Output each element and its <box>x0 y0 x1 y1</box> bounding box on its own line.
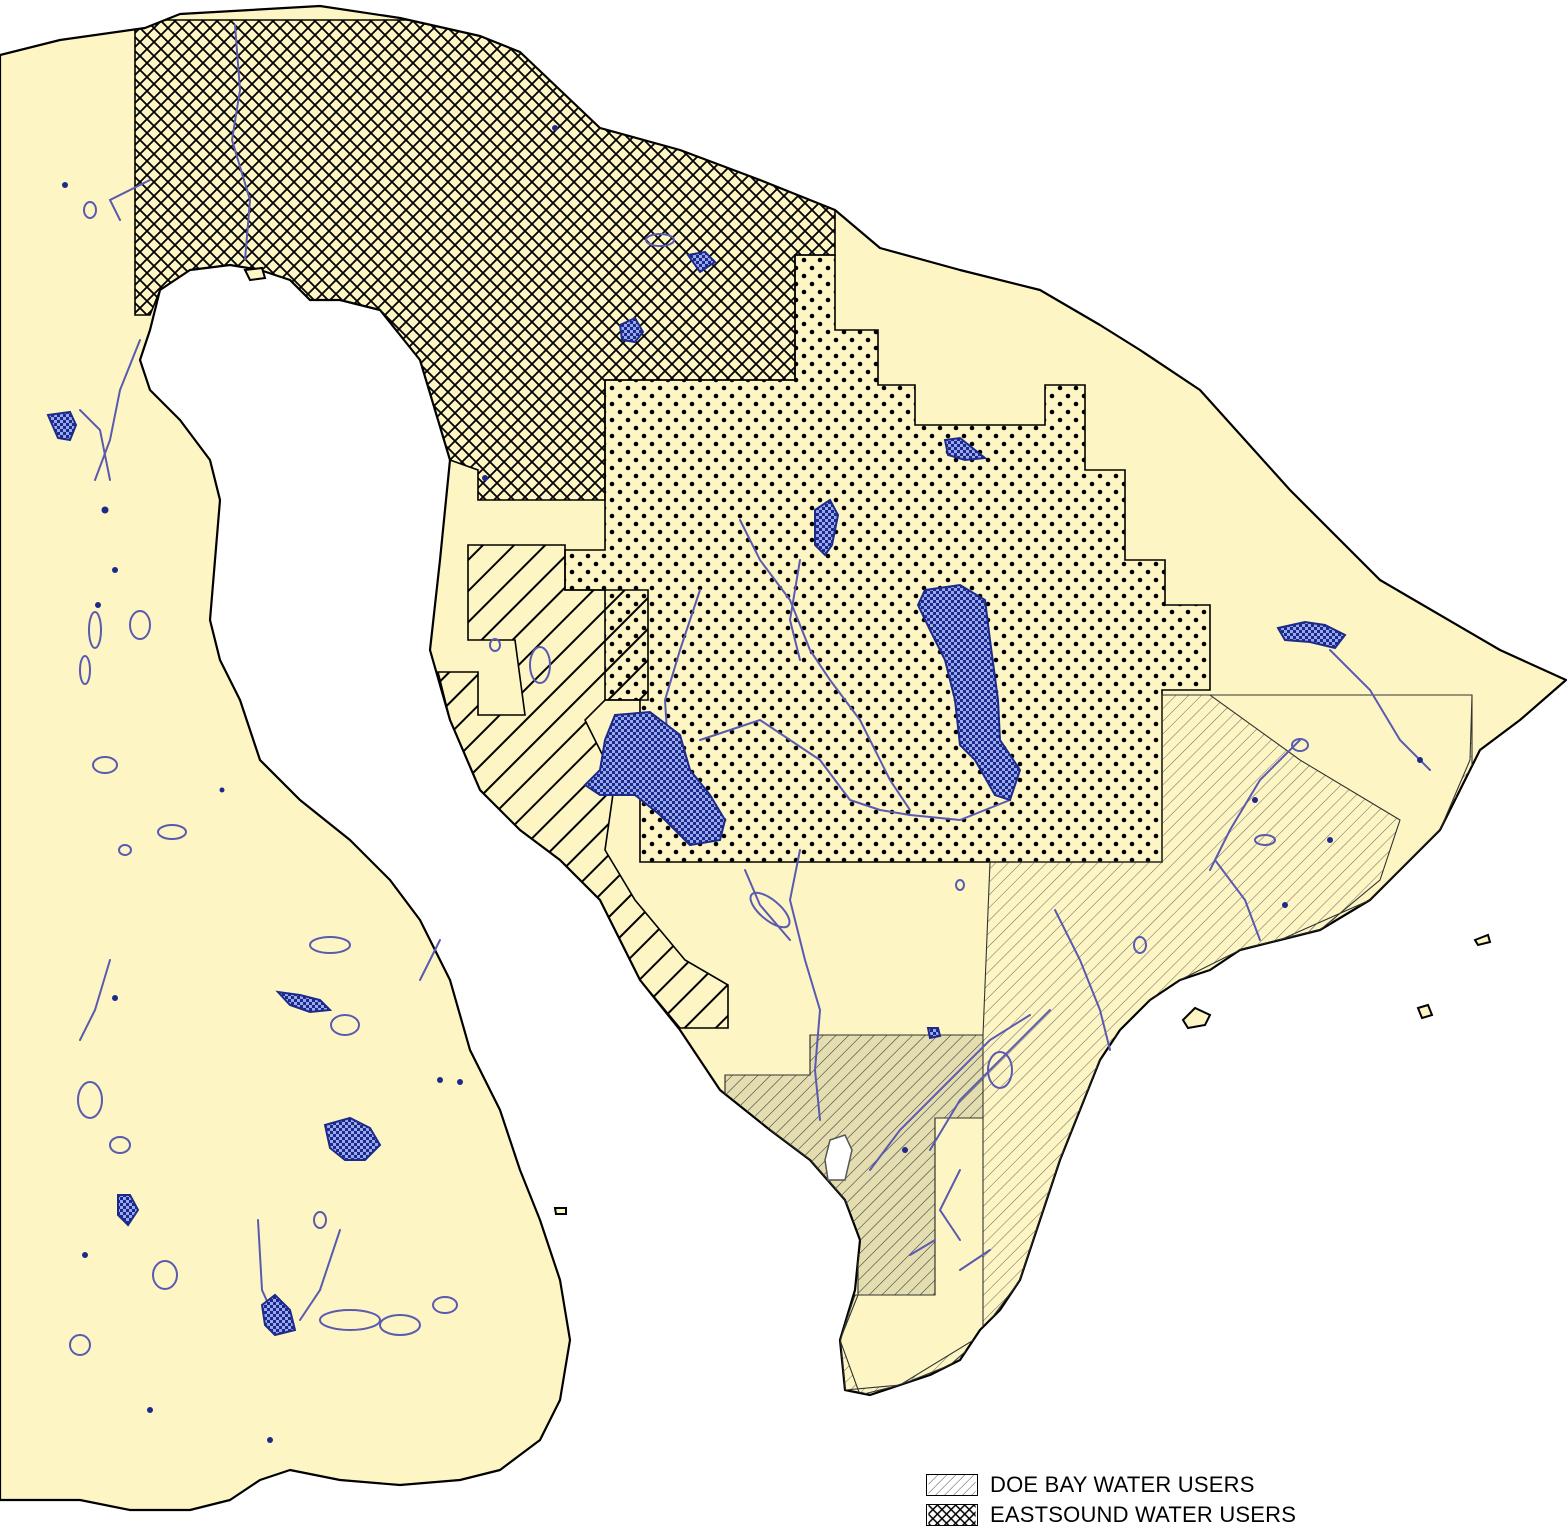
lakes <box>46 250 1347 1337</box>
lake-south <box>926 1027 942 1040</box>
lake-north-2 <box>618 316 645 344</box>
small-white-pond <box>824 1134 853 1181</box>
map-legend: DOE BAY WATER USERS EASTSOUND WATER USER… <box>926 1470 1366 1530</box>
district-bold-diagonal <box>436 544 729 1029</box>
lake-west-2 <box>275 990 333 1014</box>
lake-north <box>814 498 840 557</box>
lake-west-1 <box>46 410 78 442</box>
legend-item-doe-bay: DOE BAY WATER USERS <box>926 1470 1366 1500</box>
lake-mountain <box>583 710 727 847</box>
legend-item-eastsound: EASTSOUND WATER USERS <box>926 1500 1366 1530</box>
legend-swatch-eastsound <box>926 1504 978 1526</box>
lake-north-3 <box>686 250 717 274</box>
lake-west-4 <box>260 1293 297 1337</box>
streams <box>79 24 1431 1331</box>
ponds <box>69 201 1309 1356</box>
small-ponds <box>62 125 1423 1443</box>
lake-north-4 <box>943 436 988 462</box>
lake-cascade <box>916 583 1022 802</box>
district-overlap-zone <box>724 1034 984 1296</box>
legend-label-doe-bay: DOE BAY WATER USERS <box>990 1472 1255 1497</box>
legend-label-eastsound: EASTSOUND WATER USERS <box>990 1502 1297 1527</box>
lake-west-5 <box>117 1194 140 1227</box>
legend-swatch-doe-bay <box>926 1474 978 1496</box>
lake-east <box>1276 620 1347 650</box>
lake-west-3 <box>323 1116 382 1161</box>
offshore-rocks <box>243 266 1492 1215</box>
